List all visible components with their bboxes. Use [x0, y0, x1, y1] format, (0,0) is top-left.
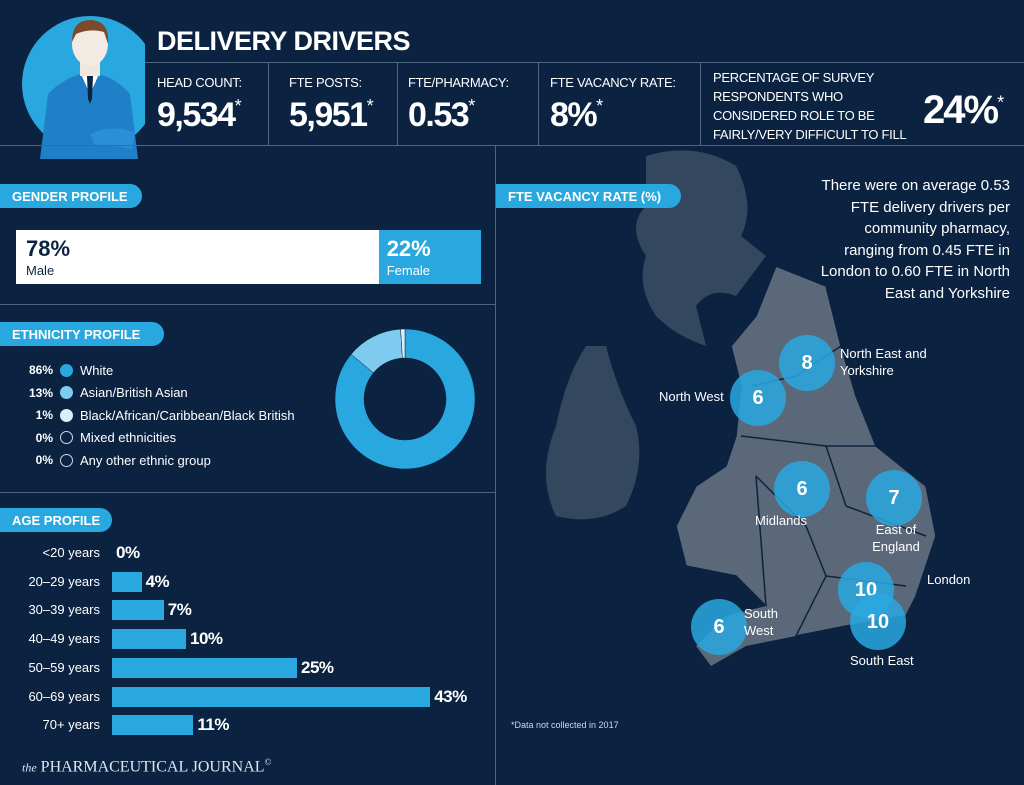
bubble-east-of-england: 7 [866, 470, 922, 526]
ethnicity-donut [334, 328, 476, 470]
stat-fte-pharmacy: FTE/PHARMACY:0.53* [408, 75, 509, 134]
label-midlands: Midlands [755, 513, 808, 528]
age-bar [112, 600, 164, 621]
ethnicity-label: White [80, 362, 114, 378]
age-label: <20 years [42, 545, 100, 560]
footnote: *Data not collected in 2017 [511, 720, 619, 730]
age-label: 40–49 years [28, 631, 100, 647]
pharmaceutical-journal-logo: the PHARMACEUTICAL JOURNAL© [22, 757, 272, 776]
ethnicity-profile-heading: ETHNICITY PROFILE [0, 322, 164, 346]
ethnicity-label: Asian/British Asian [80, 385, 188, 400]
bubble-north-east: 8 [779, 335, 835, 391]
donut-slice-white [334, 328, 476, 470]
legend-dot-icon [60, 431, 73, 444]
legend-dot-icon [60, 453, 73, 467]
age-bar [112, 657, 297, 678]
ethnicity-legend-item: 0% Mixed ethnicities [0, 428, 176, 448]
age-label: 50–59 years [28, 659, 100, 675]
vacancy-map-heading: FTE VACANCY RATE (%) [496, 184, 681, 208]
age-bar [112, 686, 431, 707]
age-bar [112, 571, 142, 592]
age-value: 10% [190, 629, 223, 649]
ethnicity-legend-item: 86% White [0, 360, 113, 380]
stat-fte-posts: FTE POSTS:5,951* [289, 75, 373, 134]
map-note: There were on average 0.53 FTE delivery … [820, 177, 1010, 302]
age-value: 4% [145, 571, 170, 591]
age-label: 20–29 years [28, 573, 100, 589]
label-east-of-england: East of England [872, 522, 920, 554]
age-value: 25% [301, 657, 334, 677]
legend-dot-icon [60, 408, 73, 422]
donut-slice-black-african-caribbean-black-british [400, 328, 406, 359]
difficulty-value: 24%* [923, 88, 1004, 132]
legend-dot-icon [60, 386, 73, 399]
age-label: 70+ years [42, 717, 100, 733]
gender-bar: 78% Male 22% Female [16, 230, 481, 284]
ethnicity-label: Black/African/Caribbean/Black British [80, 407, 295, 423]
age-label: 30–39 years [28, 602, 100, 618]
ethnicity-pct: 13% [28, 385, 53, 400]
label-london: London [927, 572, 971, 587]
ethnicity-legend-item: 1% Black/African/Caribbean/Black British [0, 405, 295, 425]
label-north-east: North East and Yorkshire [840, 346, 927, 378]
bubble-midlands: 6 [774, 461, 830, 517]
age-bar [112, 715, 194, 736]
age-profile-heading: AGE PROFILE [0, 508, 112, 532]
legend-dot-icon [60, 363, 73, 377]
ethnicity-legend-item: 0% Any other ethnic group [0, 450, 211, 470]
age-bar [112, 629, 186, 650]
male-value: 78% [26, 236, 71, 261]
bubble-north-west: 6 [730, 370, 786, 426]
bubble-south-west: 6 [691, 599, 747, 655]
female-label: Female [386, 263, 431, 278]
ethnicity-pct: 86% [28, 363, 53, 377]
gender-profile-heading: GENDER PROFILE [0, 184, 142, 208]
bubble-south-east: 10 [850, 594, 906, 650]
male-label: Male [26, 263, 55, 278]
ethnicity-label: Mixed ethnicities [80, 430, 177, 445]
page-title: DELIVERY DRIVERS [157, 26, 411, 56]
gender-bar-male [16, 230, 379, 284]
age-value: 11% [197, 715, 229, 735]
stat-head-count: HEAD COUNT:9,534* [157, 75, 242, 134]
stat-vacancy-rate: FTE VACANCY RATE:8%* [550, 75, 676, 134]
age-value: 7% [167, 600, 192, 620]
label-south-east: South East [850, 653, 914, 668]
ethnicity-legend-item: 13% Asian/British Asian [0, 383, 188, 403]
ethnicity-label: Any other ethnic group [80, 452, 211, 468]
age-label: 60–69 years [28, 688, 100, 704]
ethnicity-pct: 0% [35, 430, 53, 445]
label-north-west: North West [659, 389, 724, 404]
label-south-west: South West [744, 606, 778, 638]
age-value: 0% [116, 543, 140, 562]
ethnicity-pct: 1% [35, 408, 53, 422]
ethnicity-pct: 0% [35, 453, 53, 467]
female-value: 22% [386, 236, 431, 261]
driver-avatar [20, 14, 158, 159]
age-value: 43% [434, 686, 467, 706]
difficulty-label: PERCENTAGE OF SURVEY RESPONDENTS WHO CON… [713, 70, 907, 142]
